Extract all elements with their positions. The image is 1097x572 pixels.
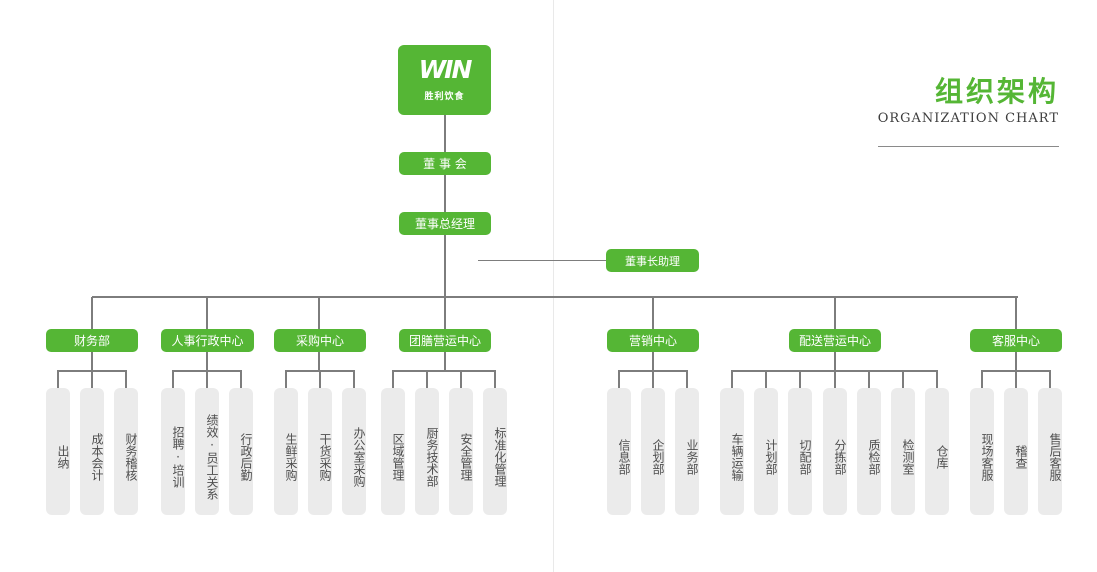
connector-child-drop <box>618 370 620 388</box>
connector-child-drop <box>1049 370 1051 388</box>
connector-drop-dept <box>91 297 93 329</box>
leaf-quality-check: 质检部 <box>857 388 881 515</box>
connector-child-drop <box>765 370 767 388</box>
connector-dept-stem <box>652 352 654 371</box>
dept-customer-service: 客服中心 <box>970 329 1062 352</box>
dept-finance: 财务部 <box>46 329 138 352</box>
leaf-scheduling: 计划部 <box>754 388 778 515</box>
connector-child-drop <box>319 370 321 388</box>
chart-subtitle: ORGANIZATION CHART <box>877 111 1059 126</box>
connector-child-drop <box>285 370 287 388</box>
leaf-safety-management: 安全管理 <box>449 388 473 515</box>
leaf-testing-room: 检测室 <box>891 388 915 515</box>
connector-drop-dept <box>1015 297 1017 329</box>
leaf-finance-audit: 财务稽核 <box>114 388 138 515</box>
page-fold-divider <box>553 0 554 572</box>
leaf-fresh-procurement: 生鲜采购 <box>274 388 298 515</box>
chart-title: 组织架构 <box>934 75 1059 108</box>
connector-child-drop <box>392 370 394 388</box>
leaf-kitchen-tech: 厨务技术部 <box>415 388 439 515</box>
connector-child-drop <box>125 370 127 388</box>
connector-dept-bus <box>92 296 1018 298</box>
node-board: 董 事 会 <box>399 152 491 175</box>
leaf-performance-relations: 绩效·员工关系 <box>195 388 219 515</box>
leaf-vehicle-transport: 车辆运输 <box>720 388 744 515</box>
leaf-standardization: 标准化管理 <box>483 388 507 515</box>
logo-company-name: 胜利饮食 <box>424 92 465 102</box>
connector-child-drop <box>1015 370 1017 388</box>
connector-child-drop <box>426 370 428 388</box>
connector-child-drop <box>460 370 462 388</box>
connector-child-drop <box>936 370 938 388</box>
leaf-cost-accounting: 成本会计 <box>80 388 104 515</box>
logo-mark: WIN <box>418 55 473 84</box>
dept-catering-ops: 团膳营运中心 <box>399 329 491 352</box>
leaf-regional-management: 区域管理 <box>381 388 405 515</box>
leaf-onsite-service: 现场客服 <box>970 388 994 515</box>
connector-child-drop <box>731 370 733 388</box>
connector-drop-dept <box>652 297 654 329</box>
company-logo: WIN 胜利饮食 <box>398 45 491 115</box>
connector-dept-stem <box>834 352 836 371</box>
connector-gm-trunk <box>444 235 446 297</box>
connector-child-drop <box>353 370 355 388</box>
leaf-after-sales: 售后客服 <box>1038 388 1062 515</box>
dept-hr-admin: 人事行政中心 <box>161 329 254 352</box>
leaf-cutting: 切配部 <box>788 388 812 515</box>
connector-child-drop <box>172 370 174 388</box>
leaf-business: 业务部 <box>675 388 699 515</box>
leaf-office-procurement: 办公室采购 <box>342 388 366 515</box>
connector-child-bus <box>392 370 496 372</box>
connector-drop-dept <box>318 297 320 329</box>
connector-drop-dept <box>444 297 446 329</box>
leaf-recruit-training: 招聘·培训 <box>161 388 185 515</box>
leaf-warehouse: 仓库 <box>925 388 949 515</box>
connector-child-drop <box>240 370 242 388</box>
connector-dept-stem <box>318 352 320 371</box>
connector-assistant <box>478 260 606 261</box>
leaf-dry-goods-procurement: 干货采购 <box>308 388 332 515</box>
connector-child-drop <box>834 370 836 388</box>
node-chairman-assistant: 董事长助理 <box>606 249 699 272</box>
dept-marketing: 营销中心 <box>607 329 699 352</box>
connector-child-drop <box>206 370 208 388</box>
connector-child-drop <box>902 370 904 388</box>
connector-dept-stem <box>91 352 93 371</box>
connector-logo-board <box>444 115 446 152</box>
connector-child-drop <box>868 370 870 388</box>
node-general-manager: 董事总经理 <box>399 212 491 235</box>
leaf-admin-logistics: 行政后勤 <box>229 388 253 515</box>
connector-child-drop <box>799 370 801 388</box>
leaf-planning: 企划部 <box>641 388 665 515</box>
connector-child-drop <box>686 370 688 388</box>
leaf-cashier: 出纳 <box>46 388 70 515</box>
connector-dept-stem <box>1015 352 1017 371</box>
title-underline <box>878 146 1059 147</box>
connector-drop-dept <box>206 297 208 329</box>
connector-dept-stem <box>444 352 446 371</box>
connector-child-drop <box>494 370 496 388</box>
connector-child-drop <box>91 370 93 388</box>
leaf-inspection: 稽查 <box>1004 388 1028 515</box>
leaf-sorting: 分拣部 <box>823 388 847 515</box>
dept-distribution-ops: 配送营运中心 <box>789 329 881 352</box>
connector-child-drop <box>981 370 983 388</box>
connector-board-gm <box>444 175 446 212</box>
connector-child-drop <box>652 370 654 388</box>
connector-child-drop <box>57 370 59 388</box>
connector-drop-dept <box>834 297 836 329</box>
leaf-information: 信息部 <box>607 388 631 515</box>
dept-procurement: 采购中心 <box>274 329 366 352</box>
connector-dept-stem <box>206 352 208 371</box>
